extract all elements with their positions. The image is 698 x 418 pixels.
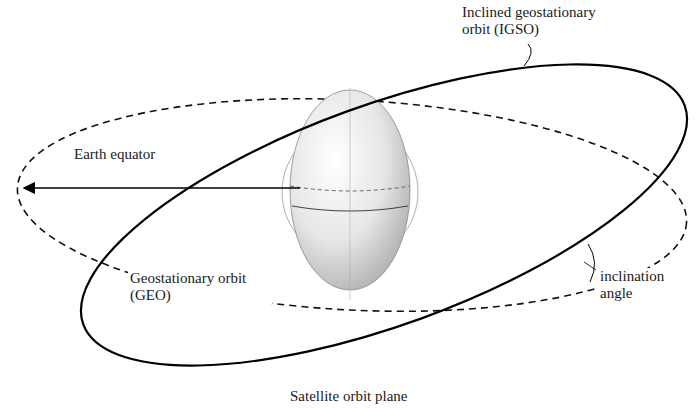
orbit-label: inclination angle (598, 268, 674, 302)
leader-line (524, 44, 531, 66)
orbit-plane-line (292, 206, 408, 211)
igso-orbit (46, 2, 698, 418)
orbit-label: Inclined geostationary orbit (IGSO) (460, 4, 614, 38)
orbit-label: Geostationary orbit (GEO) (128, 270, 272, 304)
angle-arc (588, 244, 595, 282)
earth-equator-line (290, 186, 410, 191)
earth-axis (350, 88, 351, 300)
leader-line (584, 262, 596, 270)
caption: Satellite orbit plane (288, 388, 409, 405)
equator-arrow (24, 187, 300, 188)
geo-orbit (12, 83, 692, 328)
orbit-label: Earth equator (72, 146, 206, 163)
